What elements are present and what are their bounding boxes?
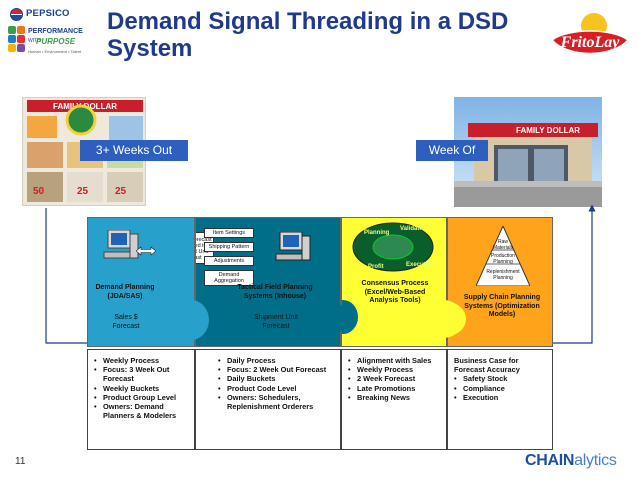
list-item: Daily Process — [218, 356, 336, 365]
planning-label: Planning — [364, 230, 390, 236]
execution-label: Execution — [406, 262, 435, 268]
list-item: Product Code Level — [218, 384, 336, 393]
list-item: Execution — [454, 393, 548, 402]
right-connector — [553, 204, 596, 344]
list-item: Late Promotions — [348, 384, 442, 393]
pepsi-globe-icon — [10, 8, 23, 21]
performance-text: PERFORMANCE — [28, 28, 83, 35]
demand-planning-details: Weekly Process Focus: 3 Week Out Forecas… — [87, 349, 195, 450]
slide-title: Demand Signal Threading in a DSD System — [107, 8, 509, 62]
list-item: Breaking News — [348, 393, 442, 402]
price-tag-3: 25 — [115, 186, 127, 197]
shipping-pattern-box: Shipping Pattern — [204, 242, 254, 252]
supply-chain-planning-panel: Raw Materials Production Planning Replen… — [447, 217, 553, 347]
supply-chain-planning-details: Business Case for Forecast Accuracy Safe… — [447, 349, 553, 450]
pepsico-logo: PEPSICO PERFORMANCE WITH PURPOSE Human •… — [6, 6, 88, 66]
list-item: Owners: Schedulers, Replenishment Ordere… — [218, 393, 336, 411]
production-planning-label: Production Planning — [491, 253, 515, 265]
list-item: 2 Week Forecast — [348, 374, 442, 383]
storefront-image: FAMILY DOLLAR — [454, 97, 602, 207]
demand-planning-title: Demand Planning (JDA/SAS) — [95, 284, 155, 300]
profit-label: Profit — [368, 264, 384, 270]
list-item: Weekly Buckets — [94, 384, 190, 393]
raw-materials-label: Raw Materials — [492, 239, 514, 251]
list-item: Product Group Level — [94, 393, 190, 402]
list-item: Focus: 3 Week Out Forecast — [94, 365, 190, 383]
three-weeks-out-label: 3+ Weeks Out — [80, 140, 188, 161]
puzzle-tab — [306, 298, 346, 338]
computer-icon — [103, 230, 139, 259]
purpose-text: PURPOSE — [36, 37, 76, 46]
list-item: Safety Stock — [454, 374, 548, 383]
tactical-field-planning-details: Daily Process Focus: 2 Week Out Forecast… — [195, 349, 341, 450]
list-item: Daily Buckets — [218, 374, 336, 383]
puzzle-tab — [425, 300, 463, 338]
forecast-accuracy-heading: Business Case for Forecast Accuracy — [454, 356, 520, 375]
double-arrow-icon — [136, 246, 156, 256]
performance-grid-icon — [8, 24, 26, 62]
list-item: Focus: 2 Week Out Forecast — [218, 365, 336, 374]
puzzle-tab — [342, 300, 358, 334]
pepsico-wordmark: PEPSICO — [26, 8, 70, 19]
price-tag-1: 50 — [33, 186, 45, 197]
consensus-process-details: Alignment with Sales Weekly Process 2 We… — [341, 349, 447, 450]
item-settings-box: Item Settings — [204, 228, 254, 238]
list-item: Weekly Process — [94, 356, 190, 365]
consensus-cycle-icon: Planning Validation Execution Profit — [352, 222, 435, 272]
adjustments-box: Adjustments — [204, 256, 254, 266]
computer-icon — [275, 232, 311, 261]
tactical-field-planning-title: Tactical Field Planning Systems (Inhouse… — [237, 284, 313, 300]
fritolay-logo: FritoLay — [550, 13, 630, 55]
price-tag-2: 25 — [77, 186, 89, 197]
list-item: Compliance — [454, 384, 548, 393]
replenishment-planning-label: Replenishment Planning — [486, 269, 520, 281]
fritolay-wordmark: FritoLay — [560, 34, 621, 51]
left-connector — [45, 208, 87, 344]
list-item: Weekly Process — [348, 365, 442, 374]
demand-aggregation-box: Demand Aggregation — [204, 270, 254, 286]
validation-label: Validation — [400, 226, 429, 232]
list-item: Owners: Demand Planners & Modelers — [94, 402, 190, 420]
chainalytics-logo: CHAINalytics — [525, 452, 617, 469]
consensus-process-title: Consensus Process (Excel/Web-Based Analy… — [361, 280, 429, 304]
supply-chain-planning-title: Supply Chain Planning Systems (Optimizat… — [463, 294, 541, 318]
shipment-unit-forecast-label: Shipment Unit Forecast — [254, 314, 298, 330]
planning-pyramid-icon — [476, 226, 530, 286]
with-text: WITH — [28, 38, 41, 44]
purpose-tagline: Human • Environment • Talent — [28, 49, 82, 54]
list-item: Alignment with Sales — [348, 356, 442, 365]
week-of-label: Week Of — [416, 140, 488, 161]
tactical-field-planning-panel: Sales $ Forecast Converted to Shipment U… — [195, 217, 341, 347]
store-sign-text: FAMILY DOLLAR — [516, 126, 580, 135]
puzzle-tab — [173, 300, 209, 340]
page-number: 11 — [15, 456, 26, 467]
sales-forecast-label: Sales $ Forecast — [112, 314, 140, 330]
